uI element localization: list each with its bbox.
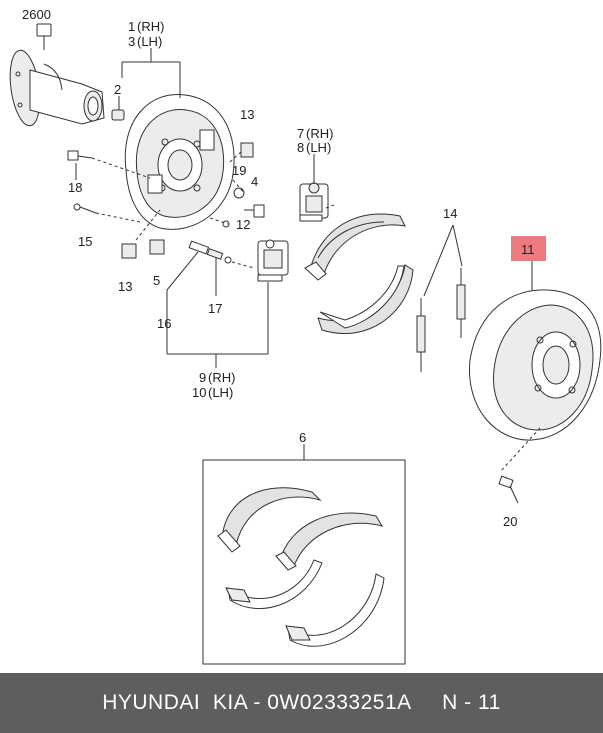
part-number-caption: HYUNDAI KIA - 0W02333251A N - 11 [0,673,603,733]
brake-shoe-upper [304,213,406,281]
retainer-clip-part-2 [111,109,125,121]
label-10-side: (LH) [208,385,233,400]
highlight-box [511,236,546,261]
label-10: 10 [192,385,206,400]
label-4: 4 [251,174,258,189]
clip-part-13a [240,142,254,158]
label-3: 3 [128,34,135,49]
label-13b: 13 [118,279,132,294]
bolt-part-18 [67,150,93,161]
shoe-kit-box [202,459,406,665]
label-7-side: (RH) [306,126,333,141]
label-8: 8 [297,140,304,155]
pin-part-15 [73,203,97,214]
label-2600: 2600 [22,7,51,22]
wheel-cylinder-part [257,239,289,282]
clip-part-13b [121,243,137,259]
label-3-side: (LH) [137,34,162,49]
brake-drum-part-11 [469,236,602,441]
label-5: 5 [153,273,160,288]
label-18: 18 [68,180,82,195]
label-6: 6 [299,430,306,445]
screw-part-20 [498,475,519,504]
label-19: 19 [232,163,246,178]
label-17: 17 [208,301,222,316]
label-1-side: (RH) [137,19,164,34]
label-20: 20 [503,514,517,529]
shoe-kit-shoes [217,487,385,647]
label-15: 15 [78,234,92,249]
exploded-parts-diagram: 2600 1 (RH) 3 (LH) 2 13 18 19 4 15 12 13… [9,7,602,665]
label-14: 14 [443,206,457,221]
label-9: 9 [199,370,206,385]
backing-plate-part [124,93,235,230]
plate-part-5 [149,239,165,255]
washer-part-12 [222,220,230,228]
label-9-side: (RH) [208,370,235,385]
cylinder-part-7 [299,182,329,222]
bolt-part-4 [244,204,265,218]
label-12: 12 [236,217,250,232]
label-11: 11 [521,242,535,257]
washer-part-19 [233,187,245,199]
label-2: 2 [114,82,121,97]
hub-flange-part [9,23,105,127]
label-7: 7 [297,126,304,141]
return-springs-part-14 [416,224,466,372]
adjuster-part-16 [188,240,232,264]
label-8-side: (LH) [306,140,331,155]
label-16: 16 [157,316,171,331]
label-13a: 13 [240,107,254,122]
brake-shoe-lower [317,264,414,335]
label-1: 1 [128,19,135,34]
